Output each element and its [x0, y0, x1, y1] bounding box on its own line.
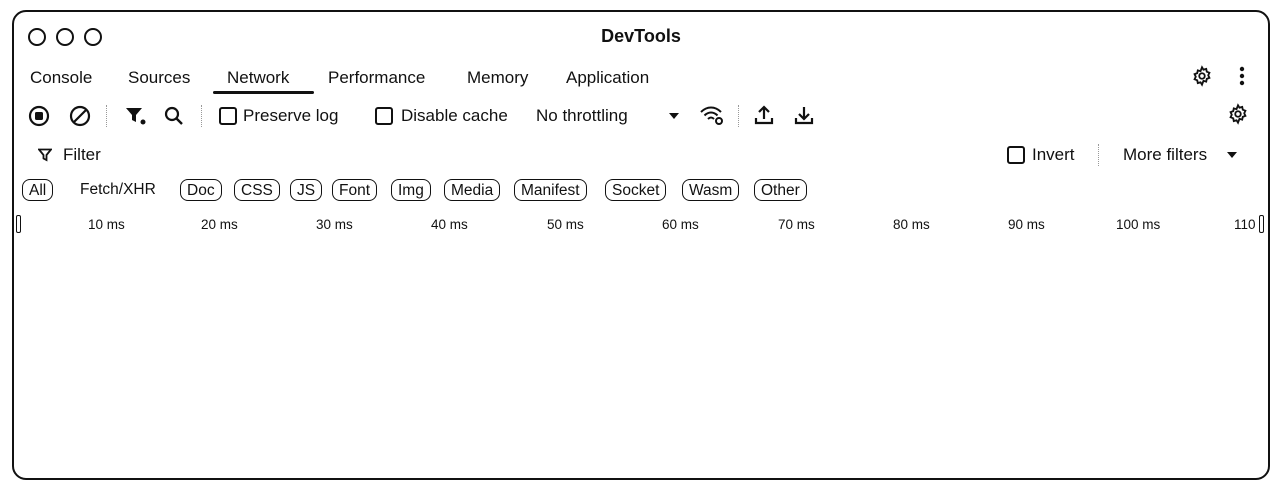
- timeline-tick: 50 ms: [547, 217, 584, 232]
- window-title: DevTools: [601, 26, 681, 46]
- download-icon[interactable]: [792, 103, 816, 127]
- minimize-window-button[interactable]: [56, 28, 74, 46]
- filter-icon[interactable]: [122, 104, 148, 128]
- toolbar-divider: [106, 105, 107, 127]
- disable-cache-label[interactable]: Disable cache: [401, 106, 508, 125]
- clear-icon[interactable]: [68, 104, 92, 128]
- invert-checkbox[interactable]: [1007, 146, 1025, 164]
- tab-application[interactable]: Application: [566, 68, 650, 87]
- type-filter-manifest[interactable]: Manifest: [514, 179, 587, 201]
- timeline-tick: 100 ms: [1116, 217, 1161, 232]
- filter-funnel-icon: [36, 146, 54, 164]
- wifi-settings-icon[interactable]: [698, 102, 726, 128]
- timeline-right-handle[interactable]: [1259, 215, 1264, 233]
- tab-performance[interactable]: Performance: [328, 68, 426, 87]
- record-stop-icon[interactable]: [27, 104, 51, 128]
- invert-label[interactable]: Invert: [1032, 145, 1075, 164]
- more-filters-dropdown[interactable]: More filters: [1123, 145, 1208, 164]
- timeline-tick: 80 ms: [893, 217, 930, 232]
- preserve-log-label[interactable]: Preserve log: [243, 106, 339, 125]
- devtools-window: DevTools Console Sources Network Perform…: [12, 10, 1270, 480]
- timeline-left-handle[interactable]: [16, 215, 21, 233]
- network-settings-gear-icon[interactable]: [1226, 102, 1250, 126]
- tab-console[interactable]: Console: [30, 68, 93, 87]
- timeline-tick: 110: [1234, 217, 1256, 232]
- type-filter-img[interactable]: Img: [391, 179, 431, 201]
- timeline-tick: 20 ms: [201, 217, 238, 232]
- chevron-down-icon[interactable]: [666, 108, 682, 124]
- timeline-tick: 10 ms: [88, 217, 125, 232]
- type-filter-css[interactable]: CSS: [234, 179, 280, 201]
- type-filter-all[interactable]: All: [22, 179, 54, 201]
- maximize-window-button[interactable]: [84, 28, 102, 46]
- active-tab-indicator: [213, 91, 314, 94]
- filter-input[interactable]: Filter: [63, 145, 101, 164]
- toolbar-divider: [738, 105, 739, 127]
- timeline-tick: 90 ms: [1008, 217, 1045, 232]
- toolbar-divider: [201, 105, 202, 127]
- upload-icon[interactable]: [752, 103, 776, 127]
- tab-memory[interactable]: Memory: [467, 68, 529, 87]
- requests-area: [14, 240, 1268, 476]
- type-filter-js[interactable]: JS: [290, 179, 323, 201]
- type-filter-other[interactable]: Other: [754, 179, 807, 201]
- type-filter-font[interactable]: Font: [332, 179, 378, 201]
- search-icon[interactable]: [162, 104, 186, 128]
- chevron-down-icon[interactable]: [1225, 148, 1239, 162]
- disable-cache-checkbox[interactable]: [375, 107, 393, 125]
- preserve-log-checkbox[interactable]: [219, 107, 237, 125]
- filter-divider: [1098, 144, 1099, 166]
- timeline-tick: 70 ms: [778, 217, 815, 232]
- kebab-menu-icon[interactable]: [1232, 64, 1252, 88]
- timeline-tick: 30 ms: [316, 217, 353, 232]
- throttling-select[interactable]: No throttling: [536, 106, 628, 125]
- timeline-tick: 40 ms: [431, 217, 468, 232]
- timeline-tick: 60 ms: [662, 217, 699, 232]
- tab-sources[interactable]: Sources: [128, 68, 191, 87]
- type-filter-media[interactable]: Media: [444, 179, 501, 201]
- close-window-button[interactable]: [28, 28, 46, 46]
- gear-icon[interactable]: [1190, 64, 1214, 88]
- type-filter-wasm[interactable]: Wasm: [682, 179, 740, 201]
- type-filter-fetch-xhr[interactable]: Fetch/XHR: [80, 181, 156, 198]
- type-filter-doc[interactable]: Doc: [180, 179, 222, 201]
- tab-network[interactable]: Network: [227, 68, 290, 87]
- type-filter-socket[interactable]: Socket: [605, 179, 667, 201]
